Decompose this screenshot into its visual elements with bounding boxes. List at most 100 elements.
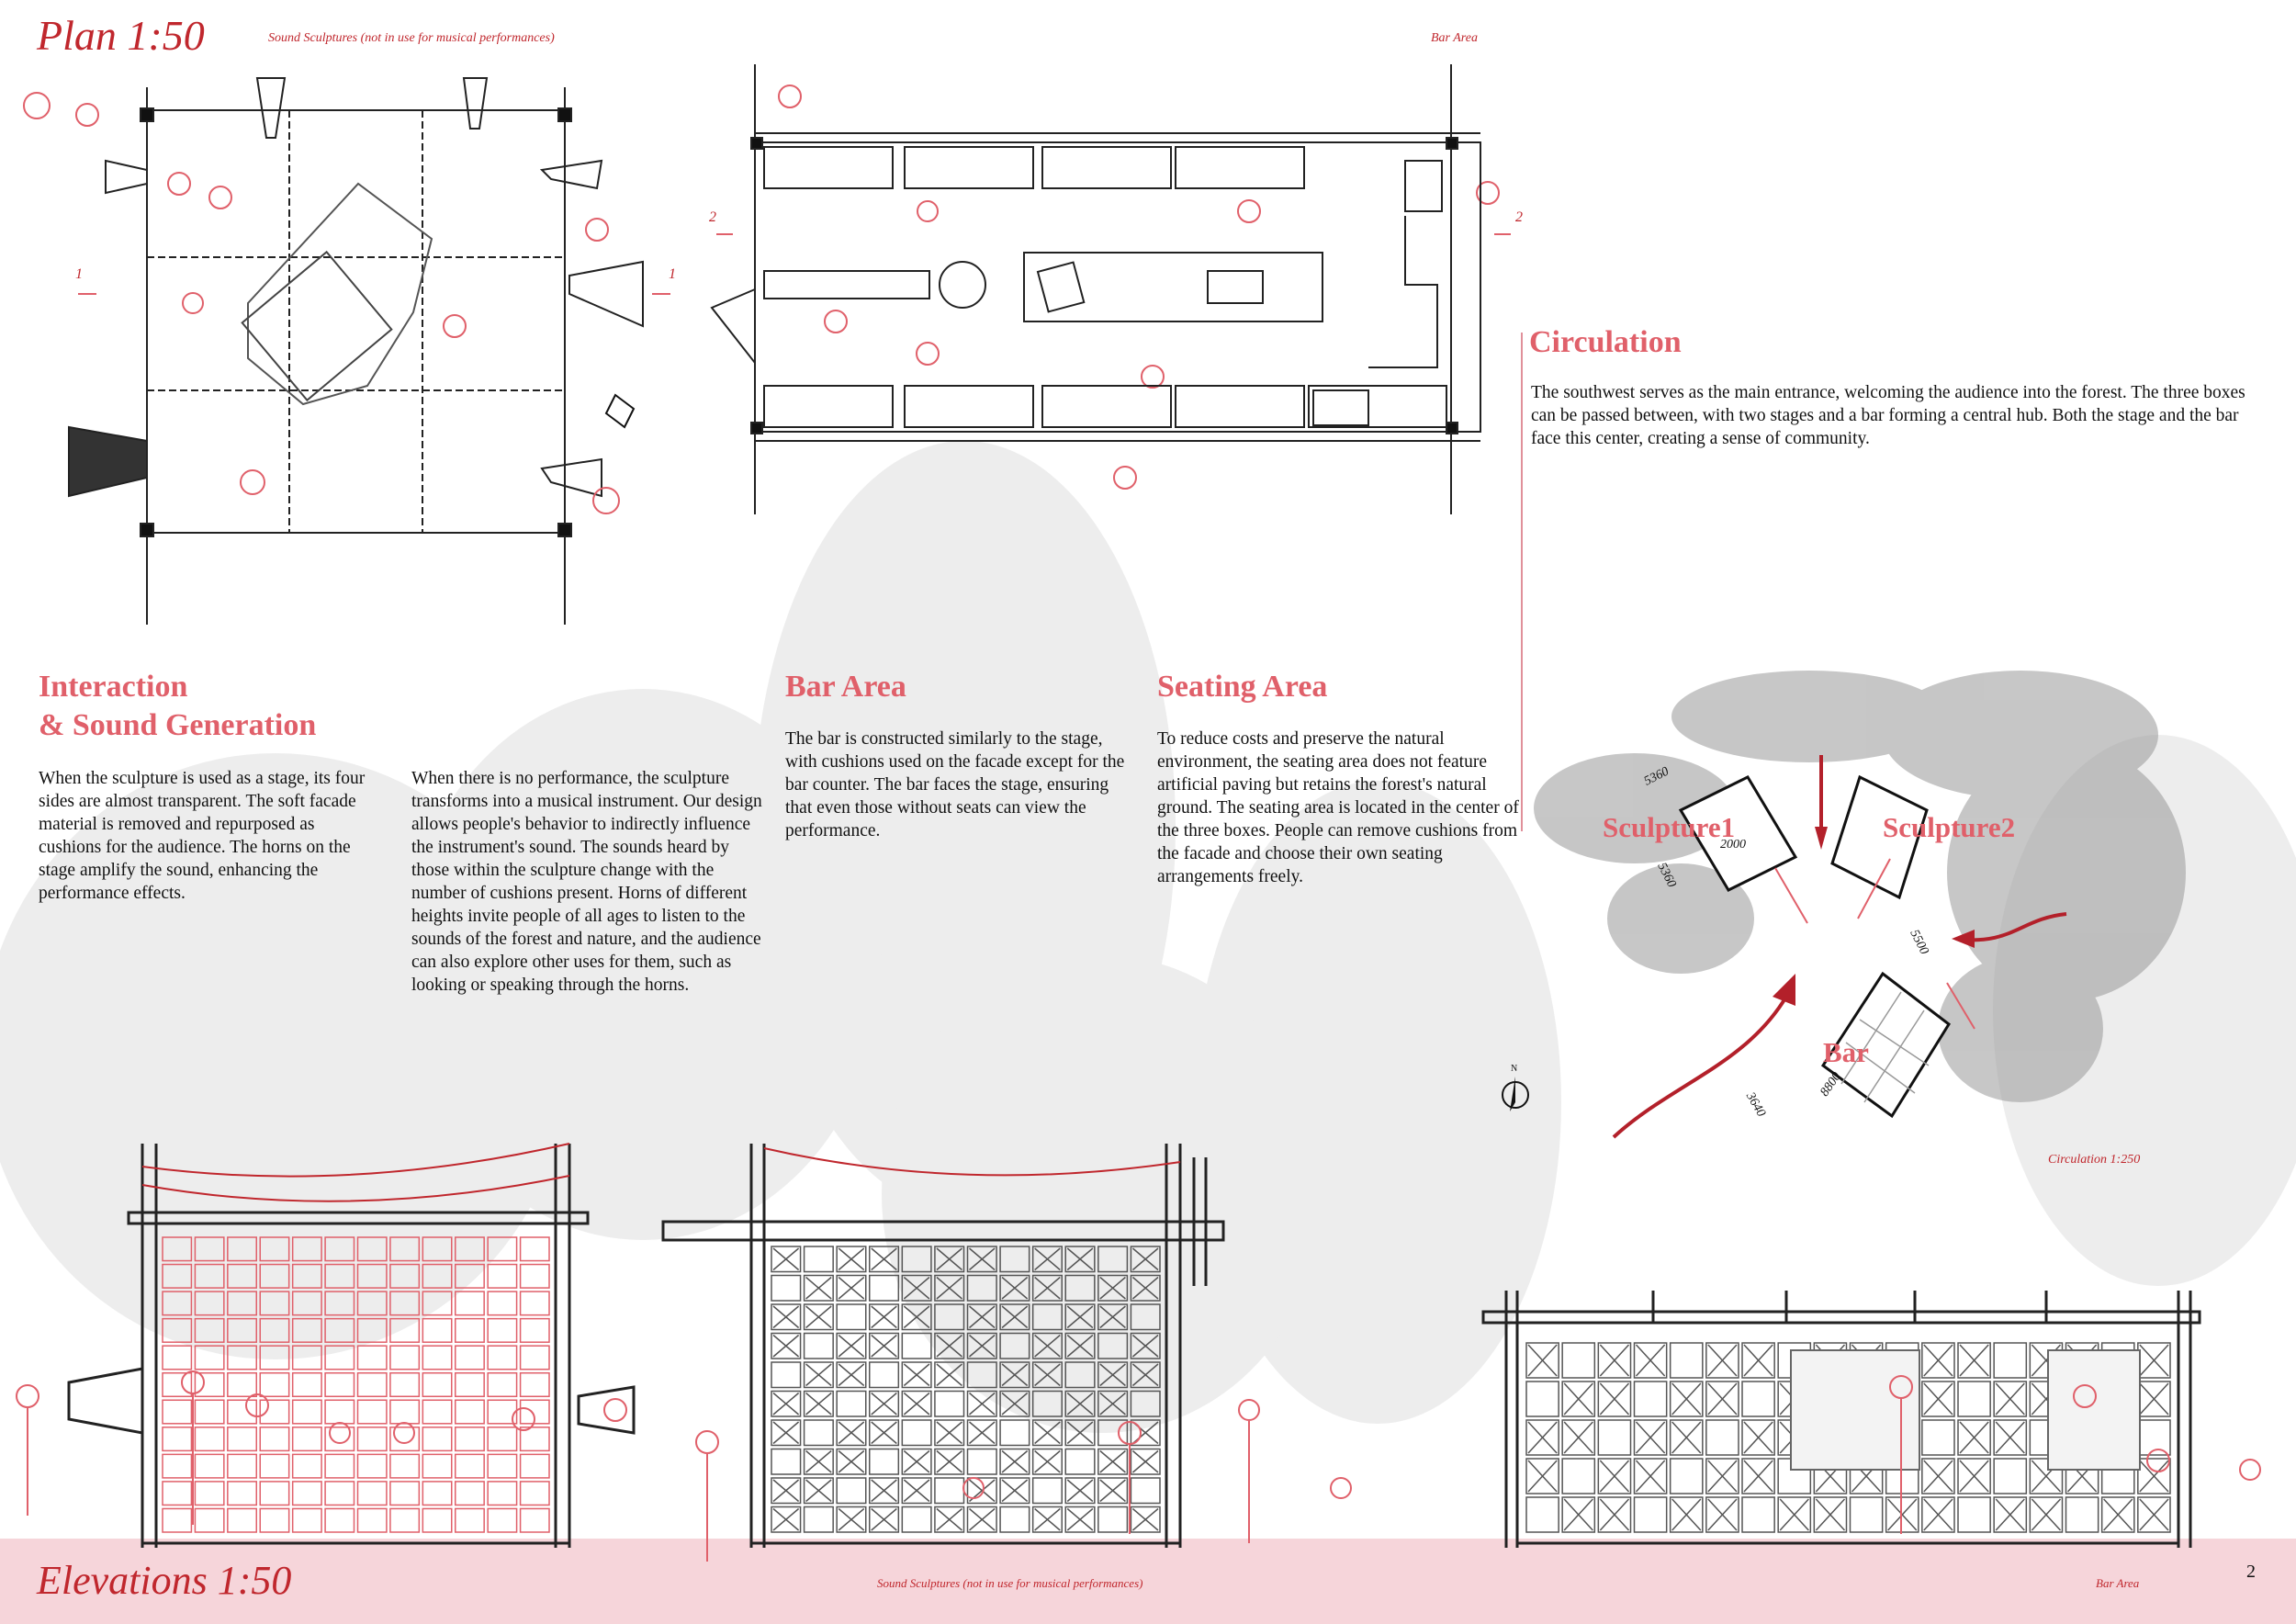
facade-cushion [999, 1390, 1030, 1417]
facade-cushion [1993, 1342, 2028, 1379]
facade-cushion [966, 1361, 997, 1389]
facade-cushion [227, 1236, 257, 1262]
facade-cushion [1097, 1246, 1129, 1273]
facade-cushion [803, 1246, 834, 1273]
cushion-cross [936, 1449, 962, 1473]
facade-cushion [259, 1481, 290, 1506]
cushion-cross [969, 1507, 996, 1531]
cushion-cross [1066, 1421, 1094, 1445]
cushion-cross [838, 1276, 865, 1300]
facade-cushion [455, 1291, 485, 1316]
facade-cushion [324, 1399, 355, 1425]
cushion-cross [1959, 1344, 1989, 1377]
facade-cushion [1097, 1390, 1129, 1417]
cushion-cross [1563, 1382, 1593, 1415]
facade-cushion [422, 1236, 453, 1262]
facade-cushion [259, 1263, 290, 1289]
facade-cushion [1633, 1496, 1668, 1533]
elevation-sculpture-performance [67, 1143, 636, 1548]
cushion-cross [1099, 1363, 1126, 1387]
facade-cushion [934, 1274, 965, 1302]
facade-cushion [291, 1236, 322, 1262]
facade-cushion [1097, 1419, 1129, 1447]
facade-cushion [1064, 1361, 1096, 1389]
cushion-cross [2103, 1498, 2133, 1531]
facade-cushion [1921, 1496, 1955, 1533]
facade-cushion [324, 1453, 355, 1479]
facade-cushion [227, 1399, 257, 1425]
cushion-cross [969, 1421, 996, 1445]
facade-cushion [966, 1448, 997, 1475]
cushion-cross [1671, 1421, 1702, 1454]
facade-cushion [836, 1477, 867, 1505]
facade-cushion [324, 1481, 355, 1506]
facade-cushion [1669, 1381, 1704, 1417]
facade-cushion [422, 1317, 453, 1343]
facade-cushion [455, 1399, 485, 1425]
facade-cushion [1633, 1419, 1668, 1456]
facade-cushion [1741, 1419, 1775, 1456]
cushion-cross [903, 1363, 930, 1387]
facade-cushion [836, 1246, 867, 1273]
facade-cushion [1097, 1332, 1129, 1359]
facade-cushion [1705, 1342, 1739, 1379]
facade-cushion [966, 1419, 997, 1447]
facade-cushion [455, 1371, 485, 1398]
cushion-cross [1066, 1247, 1094, 1271]
cushion-cross [871, 1334, 897, 1358]
facade-cushion [934, 1477, 965, 1505]
facade-cushion [1597, 1496, 1632, 1533]
plan-caption-sculpture: Sound Sculptures (not in use for musical… [268, 31, 555, 45]
cushion-cross [805, 1392, 832, 1415]
cushion-cross [772, 1421, 800, 1445]
facade-cushion [422, 1481, 453, 1506]
cushion-cross [1995, 1382, 2025, 1415]
facade-cushion [1130, 1448, 1161, 1475]
bar-plan [710, 64, 1481, 514]
facade-cushion [1741, 1342, 1775, 1379]
plan-caption-bar: Bar Area [1431, 31, 1478, 45]
facade-cushion [1561, 1419, 1596, 1456]
facade-cushion [324, 1345, 355, 1370]
facade-cushion [771, 1477, 802, 1505]
facade-cushion [803, 1506, 834, 1533]
cushion-cross [772, 1392, 800, 1415]
cushion-cross [1923, 1498, 1953, 1531]
facade-cushion [422, 1453, 453, 1479]
cushion-cross [772, 1247, 800, 1271]
facade-cushion [389, 1291, 421, 1316]
facade-cushion [836, 1361, 867, 1389]
cushion-cross [969, 1334, 996, 1358]
facade-cushion [324, 1371, 355, 1398]
facade-cushion [1525, 1496, 1559, 1533]
cushion-cross [1066, 1392, 1094, 1415]
facade-cushion [194, 1317, 225, 1343]
facade-cushion [291, 1481, 322, 1506]
facade-cushion [966, 1246, 997, 1273]
facade-cushion [389, 1236, 421, 1262]
facade-cushion [519, 1345, 550, 1370]
facade-cushion [194, 1291, 225, 1316]
cushion-cross [772, 1507, 800, 1531]
facade-cushion [194, 1453, 225, 1479]
elevations-title: Elevations 1:50 [37, 1558, 292, 1603]
facade-cushion [194, 1481, 225, 1506]
facade-cushion [1921, 1381, 1955, 1417]
facade-cushion [901, 1448, 932, 1475]
cushion-cross [805, 1363, 832, 1387]
cushion-cross [903, 1479, 930, 1503]
facade-cushion [934, 1246, 965, 1273]
facade-cushion [803, 1390, 834, 1417]
facade-cushion [487, 1263, 518, 1289]
facade-cushion [1705, 1419, 1739, 1456]
facade-cushion [901, 1274, 932, 1302]
facade-cushion [771, 1303, 802, 1331]
facade-cushion [356, 1399, 388, 1425]
facade-cushion [162, 1236, 193, 1262]
facade-cushion [324, 1291, 355, 1316]
facade-cushion [1031, 1419, 1063, 1447]
interaction-heading-line1: Interaction [39, 670, 188, 704]
cushion-cross [1034, 1449, 1061, 1473]
facade-cushion [999, 1303, 1030, 1331]
facade-cushion [1031, 1274, 1063, 1302]
